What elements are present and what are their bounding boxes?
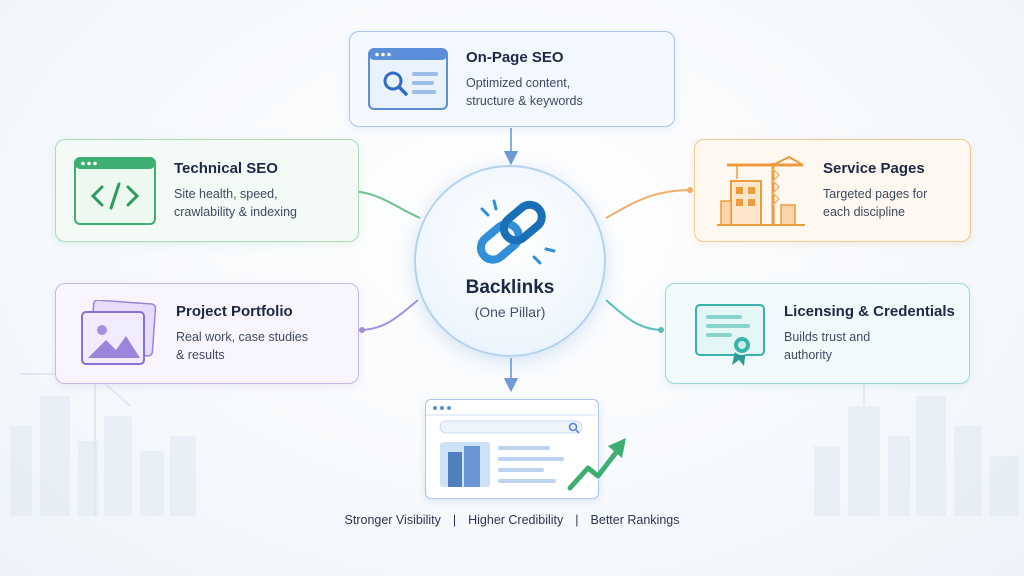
skyline-left-decoration [10,366,196,516]
skyline-right-decoration [814,366,1018,516]
benefit-credibility: Higher Credibility [468,513,564,527]
card-title: On-Page SEO [466,48,564,66]
card-project-portfolio: Project Portfolio Real work, case studie… [55,283,359,384]
browser-search-icon [368,48,448,110]
connector-portfolio [359,299,419,331]
card-title: Service Pages [823,160,925,177]
code-window-icon [74,156,156,225]
separator: | [575,513,579,527]
card-description: Site health, speed,crawlability & indexi… [174,187,297,219]
separator: | [452,513,457,527]
search-results-page-icon [425,399,599,499]
chain-link-icon [476,199,556,265]
card-onpage-seo: On-Page SEO Optimized content,structure … [349,31,675,127]
benefit-rankings: Better Rankings [590,513,680,527]
card-title: Technical SEO [174,160,278,177]
construction-crane-icon [717,155,805,226]
backlinks-hub: Backlinks (One Pillar) [414,165,606,357]
card-licensing-credentials: Licensing & Credentials Builds trust and… [665,283,970,384]
connector-service [605,189,693,219]
card-technical-seo: Technical SEO Site health, speed,crawlab… [55,139,359,242]
card-title: Project Portfolio [176,303,293,320]
connector-licensing [605,299,664,331]
card-description: Real work, case studies& results [176,330,309,362]
hub-title: Backlinks [465,277,555,298]
card-description: Optimized content,structure & keywords [466,75,583,108]
benefit-visibility: Stronger Visibility [344,513,441,527]
certificate-icon [695,303,765,366]
hub-subtitle: (One Pillar) [474,304,546,320]
benefits-footer: Stronger Visibility | Higher Credibility | B… [0,513,1024,527]
image-gallery-icon [81,299,157,365]
card-title: Licensing & Credentials [784,303,955,320]
trend-up-arrow-icon [567,438,626,491]
